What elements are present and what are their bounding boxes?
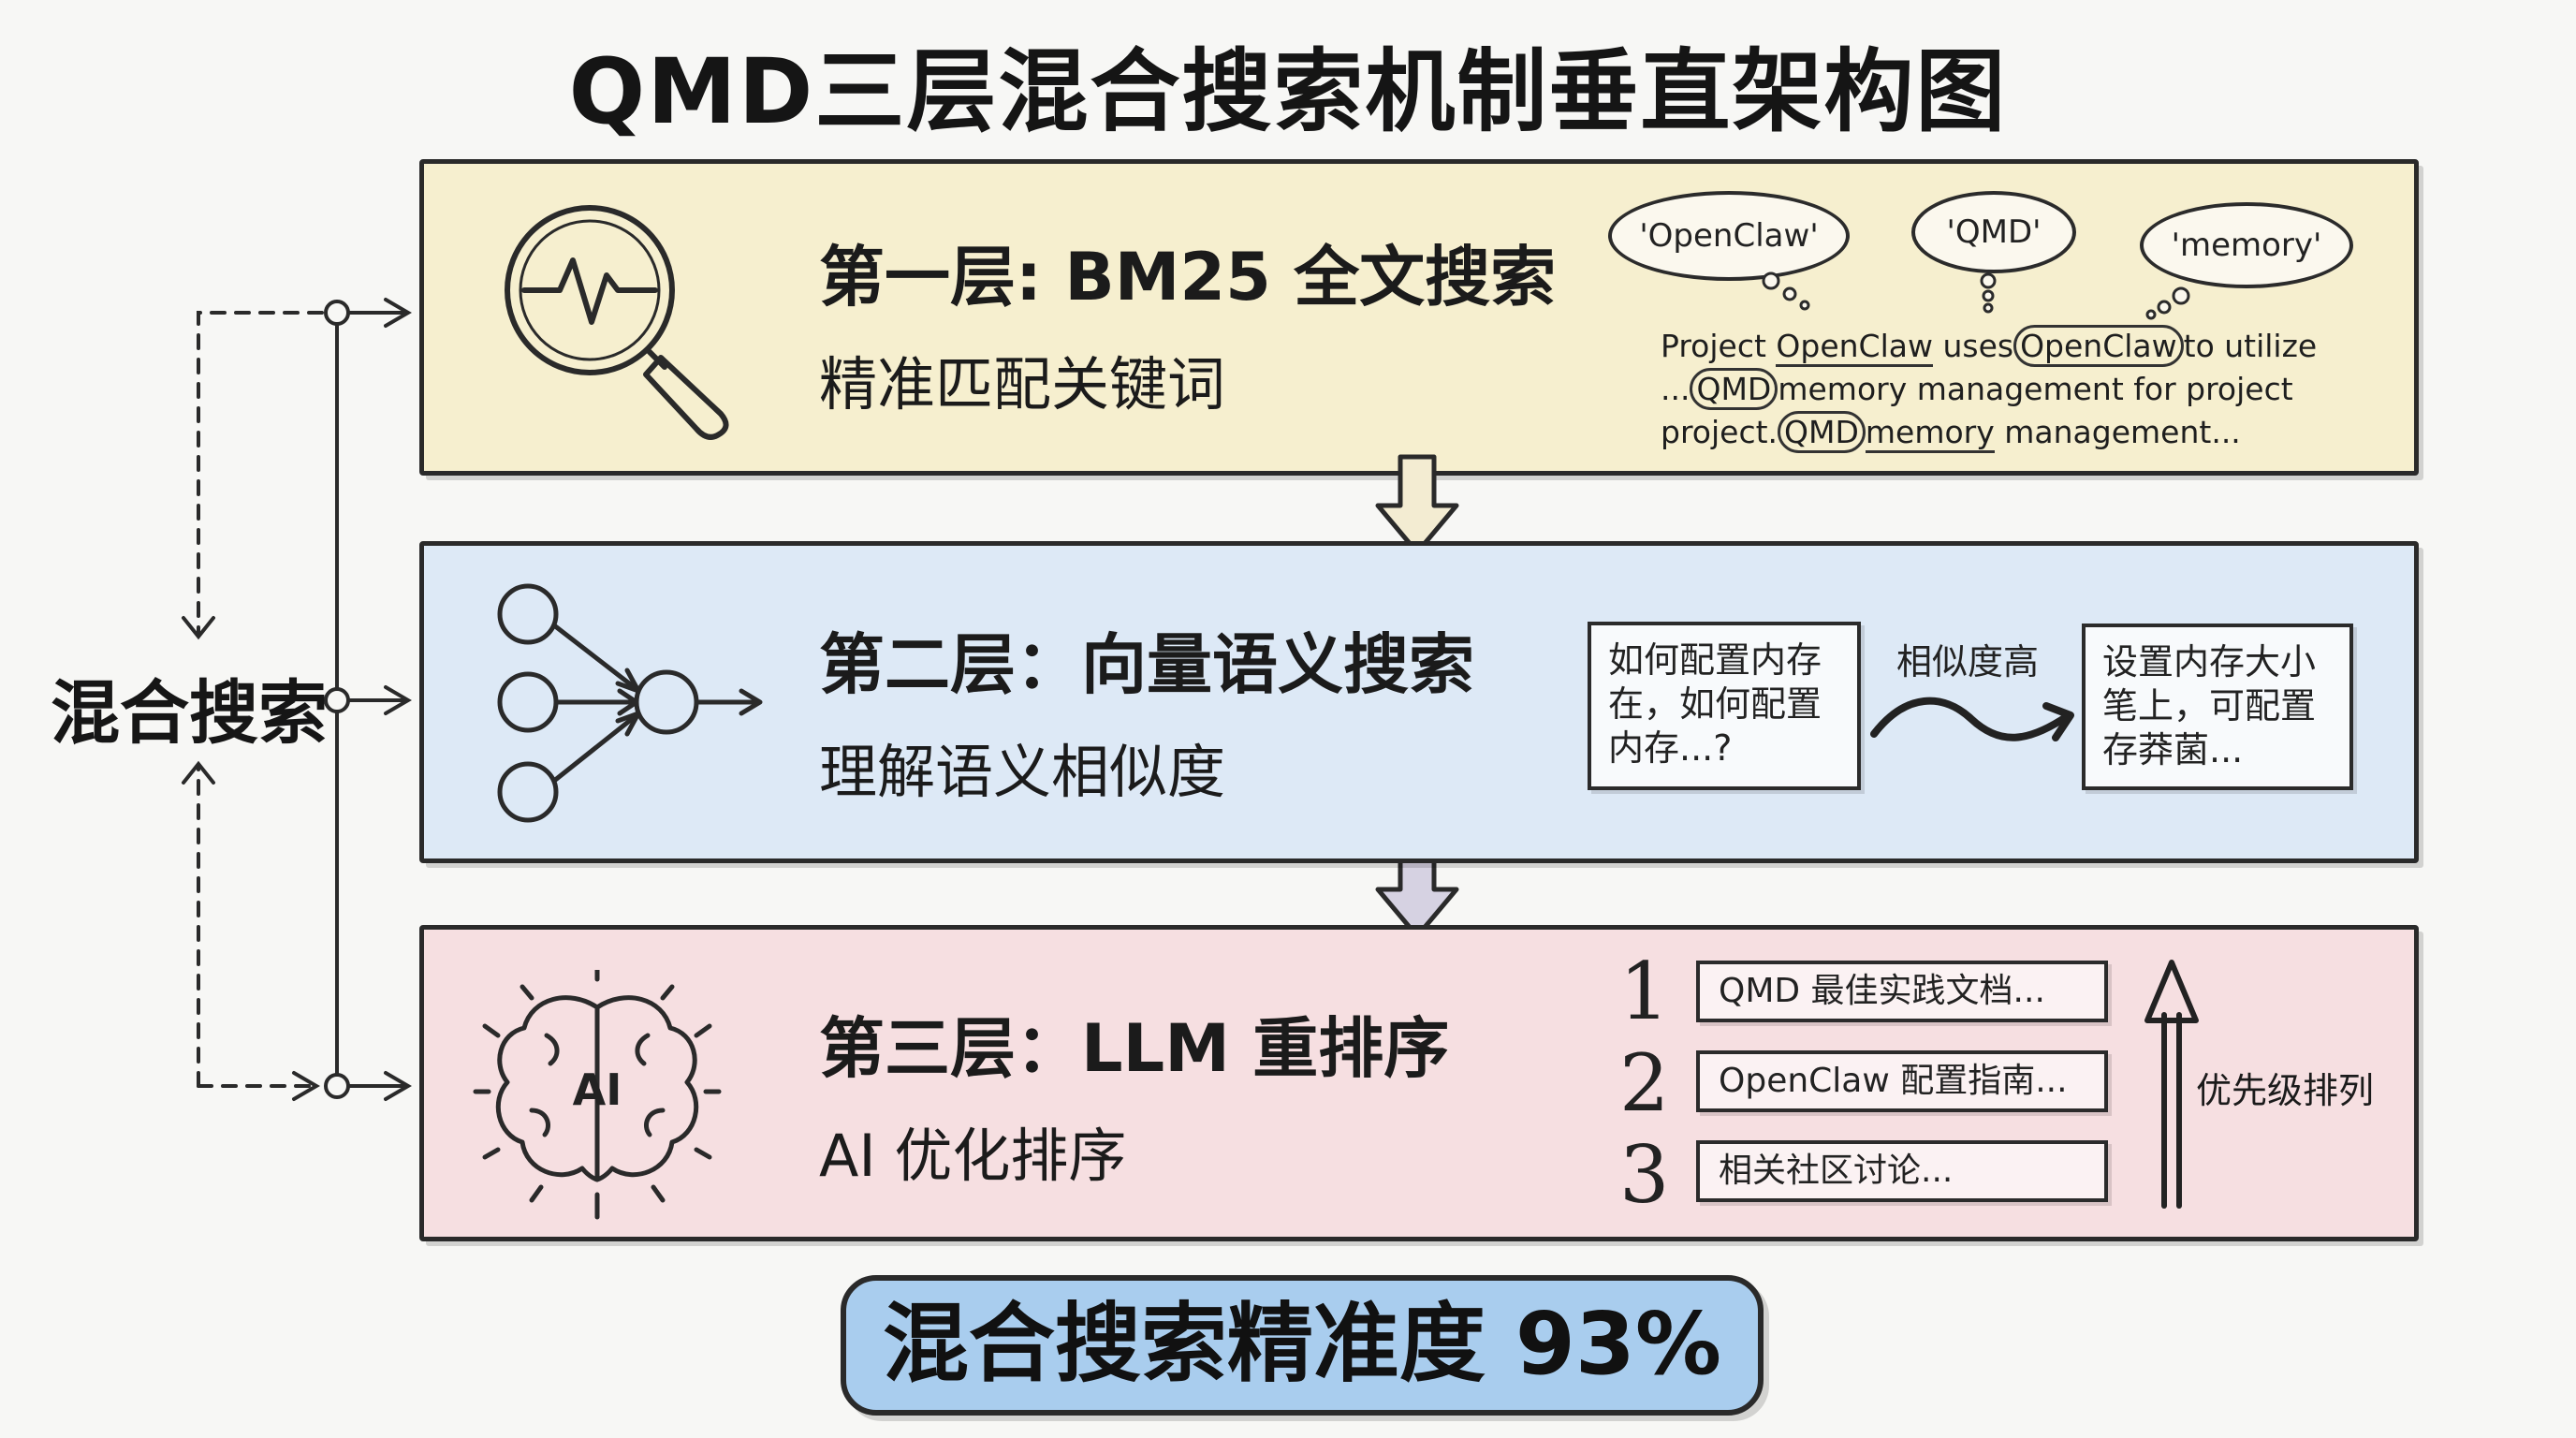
snippet-text: uses — [1932, 328, 2014, 364]
snippet-text: management... — [1994, 414, 2241, 450]
ai-icon-label: AI — [573, 1064, 622, 1115]
accuracy-badge: 混合搜索精准度 93% — [841, 1275, 1764, 1416]
result-line: 笔上，可配置 — [2102, 685, 2317, 726]
hybrid-search-label: 混合搜索 — [51, 673, 328, 754]
junction-node-middle — [324, 687, 350, 713]
query-text-box: 如何配置内存 在，如何配置 内存...? — [1588, 622, 1861, 790]
snippet-match-underline: OpenClaw — [1776, 328, 1933, 367]
layer-1-subtitle: 精准匹配关键词 — [819, 350, 1226, 418]
layer-2-title: 第二层：向量语义搜索 — [819, 626, 1474, 703]
query-line: 如何配置内存 — [1608, 639, 1822, 681]
rank-number-2: 2 — [1619, 1037, 1670, 1129]
page-title: QMD三层混合搜索机制垂直架构图 — [568, 39, 2008, 144]
rank-number-3: 3 — [1619, 1129, 1670, 1221]
keyword-bubble-openclaw: 'OpenClaw' — [1608, 191, 1850, 281]
query-line: 内存...? — [1608, 727, 1733, 769]
snippet-match-circle: QMD — [1778, 411, 1866, 453]
layer-2-subtitle: 理解语义相似度 — [819, 738, 1226, 806]
layer-3-subtitle: AI 优化排序 — [819, 1122, 1127, 1190]
snippet-match-circle: QMD — [1690, 368, 1778, 410]
layer-1-title: 第一层: BM25 全文搜索 — [819, 239, 1557, 315]
rank-number-1: 1 — [1619, 946, 1670, 1037]
snippet-match-underline: memory — [1865, 414, 1995, 453]
neural-network-icon — [497, 583, 763, 823]
snippet-text: project. — [1661, 414, 1778, 450]
layer-1-bm25 — [419, 159, 2419, 476]
result-text-box: 设置内存大小 笔上，可配置 存莽菌... — [2082, 624, 2353, 790]
thought-trail-dots — [1762, 271, 2190, 320]
priority-up-arrow — [2144, 960, 2199, 1209]
result-line: 设置内存大小 — [2102, 641, 2317, 682]
junction-node-bottom — [324, 1073, 350, 1099]
down-arrow-1 — [1375, 454, 1459, 555]
snippet-match-circle: OpenClaw — [2013, 325, 2184, 367]
rank-item-2: OpenClaw 配置指南... — [1696, 1050, 2108, 1112]
result-line: 存莽菌... — [2102, 729, 2244, 770]
keyword-bubble-qmd: 'QMD' — [1911, 191, 2076, 273]
similarity-wave-arrow — [1870, 697, 2074, 741]
layer-3-title: 第三层：LLM 重排序 — [819, 1010, 1450, 1087]
left-connector — [182, 298, 412, 1101]
rank-item-1: QMD 最佳实践文档... — [1696, 961, 2108, 1022]
snippet-text: Project — [1661, 328, 1777, 364]
ai-brain-icon: AI — [473, 970, 722, 1220]
snippet-text: ... — [1661, 371, 1690, 407]
keyword-bubble-memory: 'memory' — [2140, 202, 2353, 288]
snippet-text: memory management for project — [1778, 371, 2293, 407]
similarity-label: 相似度高 — [1896, 641, 2040, 682]
priority-label: 优先级排列 — [2196, 1070, 2375, 1111]
query-line: 在，如何配置 — [1608, 683, 1822, 725]
junction-node-top — [324, 300, 350, 326]
snippet-text: to utilize — [2183, 328, 2318, 364]
magnifier-icon — [505, 205, 729, 440]
rank-item-3: 相关社区讨论... — [1696, 1140, 2108, 1202]
